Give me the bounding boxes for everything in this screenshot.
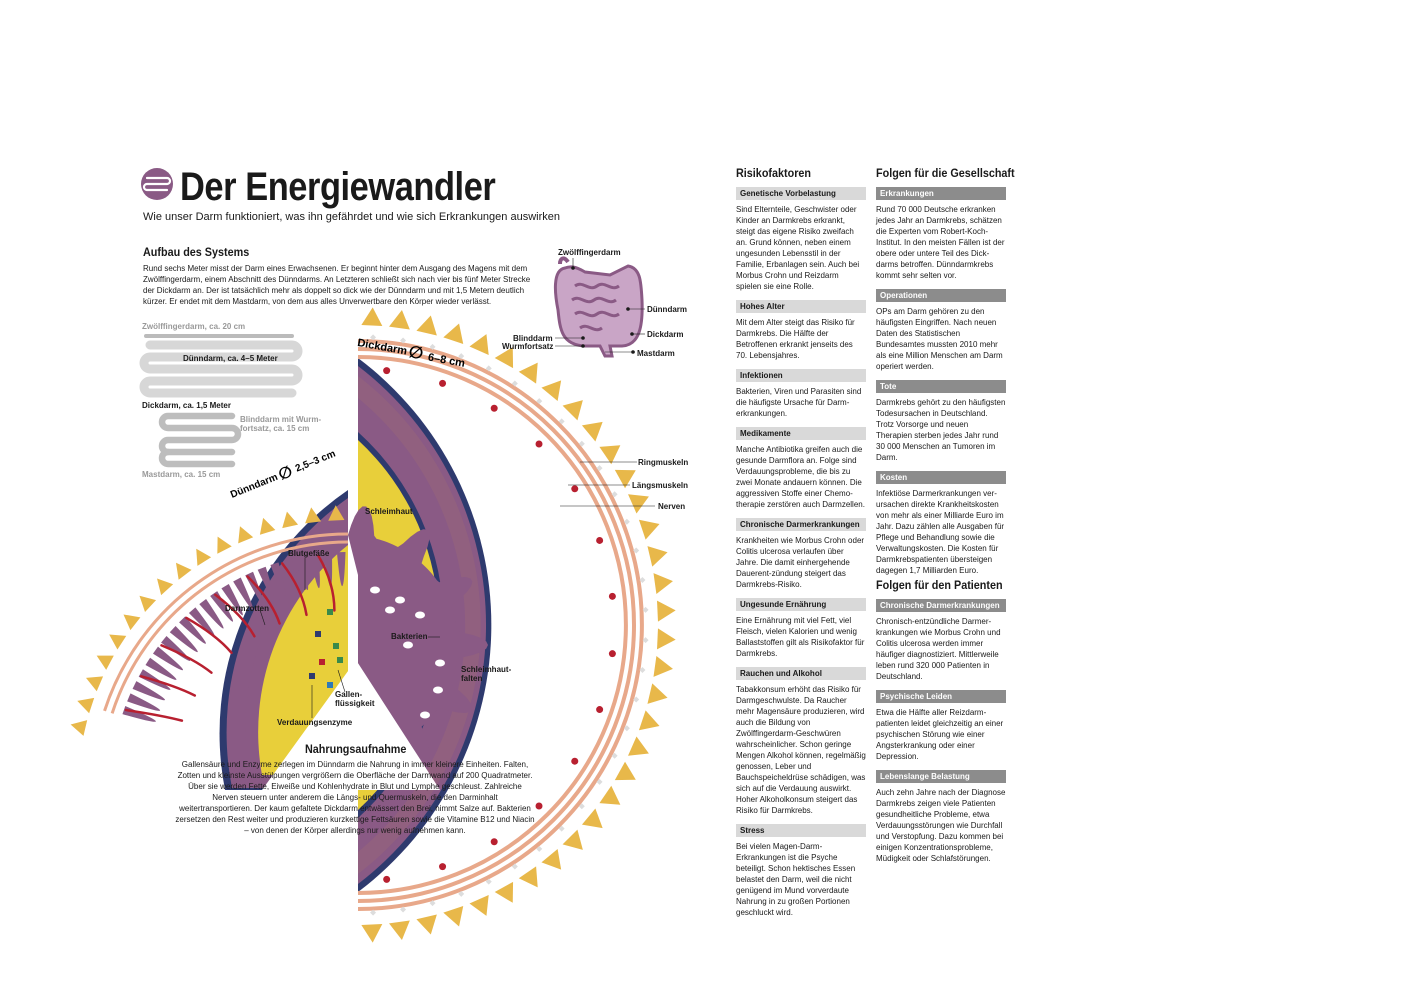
label-duenndarm-length: Dünndarm, ca. 4–5 Meter — [183, 354, 278, 363]
page-subtitle: Wie unser Darm funktioniert, was ihn gef… — [143, 211, 560, 223]
section-text: Etwa die Hälfte aller Reizdarm-patienten… — [876, 708, 1004, 761]
duenndarm-diameter-label: Dünndarm ∅ 2,5–3 cm — [229, 448, 337, 501]
section-title: Psychische Leiden — [876, 690, 1006, 703]
section-title: Chronische Darmerkrankungen — [876, 599, 1006, 612]
section-text: Sind Elternteile, Geschwister oder Kinde… — [736, 205, 860, 291]
organ-label-zwoelffingerdarm: Zwölffingerdarm — [558, 248, 621, 257]
section-text: Tabakkonsum erhöht das Risiko für Darmge… — [736, 685, 866, 815]
organ-label-duenndarm: Dünndarm — [647, 305, 687, 314]
section-title: Rauchen und Alkohol — [736, 667, 866, 680]
nahrung-heading: Nahrungsaufnahme — [305, 742, 407, 756]
label-gallenfluessigkeit-1: Gallen- — [335, 690, 363, 699]
aufbau-text: Rund sechs Meter misst der Darm eines Er… — [143, 264, 531, 306]
section-text: Darmkrebs gehört zu den häufigsten Todes… — [876, 398, 1006, 462]
section-title: Medikamente — [736, 427, 866, 440]
intestine-icon — [141, 168, 173, 200]
section-text: OPs am Darm gehören zu den häufigsten Ei… — [876, 307, 1003, 371]
label-schleimhautfalten-1: Schleimhaut- — [461, 665, 512, 674]
aufbau-heading: Aufbau des Systems — [143, 245, 250, 259]
label-gallenfluessigkeit-2: flüssigkeit — [335, 699, 375, 708]
nahrung-text: Gallensäure und Enzyme zerlegen im Dünnd… — [175, 760, 535, 835]
section-text: Infektiöse Darmerkrankungen ver-ursachen… — [876, 489, 1005, 575]
section-text: Eine Ernährung mit viel Fett, viel Fleis… — [736, 616, 865, 658]
label-darmzotten: Darmzotten — [225, 604, 270, 613]
section-title: Genetische Vorbelastung — [736, 187, 866, 200]
label-zwoelffingerdarm-length: Zwölffingerdarm, ca. 20 cm — [142, 322, 246, 331]
gesellschaft-column: Folgen für die Gesellschaft Erkrankungen… — [876, 166, 1015, 584]
section-text: Bakterien, Viren und Parasiten sind die … — [736, 387, 862, 418]
organ-illustration — [553, 256, 645, 358]
section-text: Bei vielen Magen-Darm-Erkrankungen ist d… — [736, 842, 856, 917]
label-nerven: Nerven — [658, 502, 686, 511]
section-title: Ungesunde Ernährung — [736, 598, 866, 611]
section-text: Rund 70 000 Deutsche erkranken jedes Jah… — [876, 205, 1005, 280]
section-title: Kosten — [876, 471, 1006, 484]
label-blutgefaesse: Blutgefäße — [288, 549, 330, 558]
section-title: Infektionen — [736, 369, 866, 382]
organ-label-mastdarm: Mastdarm — [637, 349, 675, 358]
label-ringmuskeln: Ringmuskeln — [638, 458, 689, 467]
label-verdauungsenzyme: Verdauungsenzyme — [277, 718, 353, 727]
section-title: Erkrankungen — [876, 187, 1006, 200]
section-title: Lebenslange Belastung — [876, 770, 1006, 783]
organ-label-blinddarm: Blinddarm — [513, 334, 553, 343]
label-laengsmuskeln: Längsmuskeln — [632, 481, 689, 490]
section-text: Auch zehn Jahre nach der Diagnose Darmkr… — [876, 788, 1006, 863]
section-title: Chronische Darmerkrankungen — [736, 518, 866, 531]
label-blinddarm-length-1: Blinddarm mit Wurm- — [240, 415, 322, 424]
section-title: Hohes Alter — [736, 300, 866, 313]
section-title: Stress — [736, 824, 866, 837]
organ-label-dickdarm: Dickdarm — [647, 330, 684, 339]
label-dickdarm-length: Dickdarm, ca. 1,5 Meter — [142, 401, 231, 410]
svg-text:2,5–3 cm: 2,5–3 cm — [294, 448, 337, 474]
section-title: Tote — [876, 380, 1006, 393]
section-text: Manche Antibiotika greifen auch die gesu… — [736, 445, 865, 509]
dickdarm-diameter-label: Dickdarm ∅ 6–8 cm — [356, 337, 466, 370]
label-schleimhaut: Schleimhaut — [365, 507, 413, 516]
section-text: Chronisch-entzündliche Darmer-krankungen… — [876, 617, 1001, 681]
length-schematic — [139, 334, 303, 468]
label-schleimhautfalten-2: falten — [461, 674, 483, 683]
svg-text:∅: ∅ — [275, 461, 295, 484]
page-title: Der Energiewandler — [180, 165, 496, 209]
section-text: Mit dem Alter steigt das Risiko für Darm… — [736, 318, 855, 360]
gesellschaft-heading: Folgen für die Gesellschaft — [876, 166, 1015, 180]
patienten-column: Folgen für den Patienten Chronische Darm… — [876, 578, 1006, 872]
label-bakterien: Bakterien — [391, 632, 428, 641]
organ-label-wurmfortsatz: Wurmfortsatz — [502, 342, 554, 351]
section-title: Operationen — [876, 289, 1006, 302]
patienten-heading: Folgen für den Patienten — [876, 578, 1003, 592]
risiko-heading: Risikofaktoren — [736, 166, 812, 180]
section-text: Krankheiten wie Morbus Crohn oder Coliti… — [736, 536, 865, 589]
svg-text:Dünndarm: Dünndarm — [229, 472, 280, 501]
label-mastdarm-length: Mastdarm, ca. 15 cm — [142, 470, 221, 479]
duenndarm-cross-section — [70, 490, 440, 790]
leader-lines — [259, 461, 655, 718]
svg-text:∅: ∅ — [407, 342, 425, 364]
label-blinddarm-length-2: fortsatz, ca. 15 cm — [240, 424, 310, 433]
